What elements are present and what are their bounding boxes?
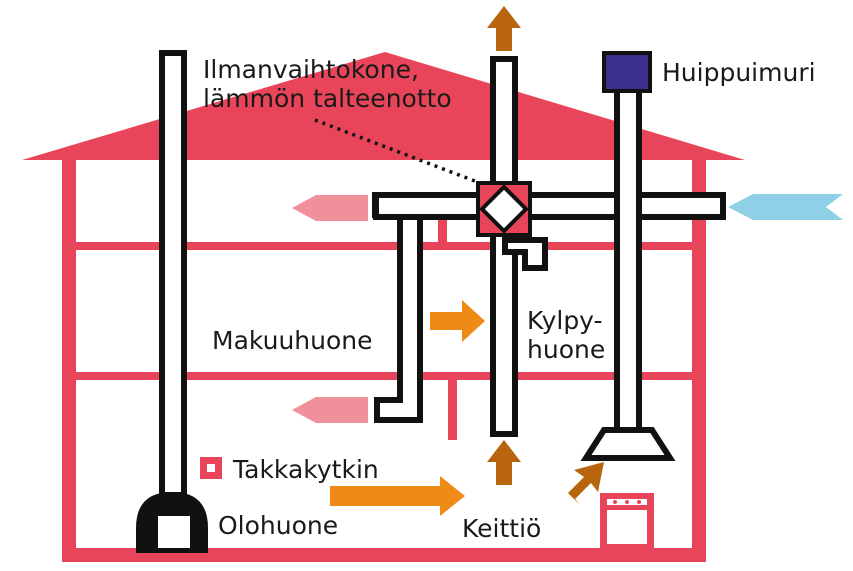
bedroom-label: Makuuhuone [212,326,373,355]
house [22,52,745,562]
airflow-arrows [292,6,843,516]
partition-lower [448,376,457,440]
roof [22,52,745,160]
bathroom-label-line-1: Kylpy- [527,306,603,335]
cooker-hood [580,427,676,461]
heat-exchanger-icon [479,184,529,234]
roof-fan-label: Huippuimuri [662,58,816,87]
bathroom-extract-duct [502,237,548,271]
fireplace-chimney [136,50,208,553]
wall-left [62,160,76,560]
bathroom-label: Kylpy- huone [527,306,605,364]
ventilation-unit-label: Ilmanvaihtokone, lämmön talteenotto [203,55,452,113]
stove-to-hood-arrow [568,462,604,505]
chimney-pipe [159,50,187,498]
kitchen-exhaust [580,51,676,461]
main-horizontal-duct [373,192,726,220]
bathroom-label-line-2: huone [527,335,606,364]
exhaust-out-arrow [487,6,521,51]
transfer-arrow-bathroom [430,300,485,342]
ventilation-unit-label-line-2: lämmön talteenotto [203,84,452,113]
wall-right [692,160,706,560]
return-arrow-upper [292,195,368,221]
fireplace-opening [158,516,190,548]
ceiling-line [62,242,706,250]
stove-icon [600,493,654,551]
damper-icon [200,457,222,479]
ventilation-unit [476,181,532,237]
roof-fan [602,51,652,93]
intake-arrow [728,194,843,220]
living-room-label: Olohuone [218,511,339,540]
floor [62,548,706,562]
ventilation-unit-label-line-1: Ilmanvaihtokone, [203,55,419,84]
middle-floor-line [62,372,706,380]
kitchen-up-arrow [487,440,521,485]
return-arrow-lower [292,397,368,423]
kitchen-label: Keittiö [462,514,542,543]
ventilation-unit-pointer [314,118,481,185]
roof-fan-duct [614,85,642,436]
fireplace-damper-label: Takkakytkin [233,455,379,484]
transfer-arrow-kitchen [330,476,465,516]
